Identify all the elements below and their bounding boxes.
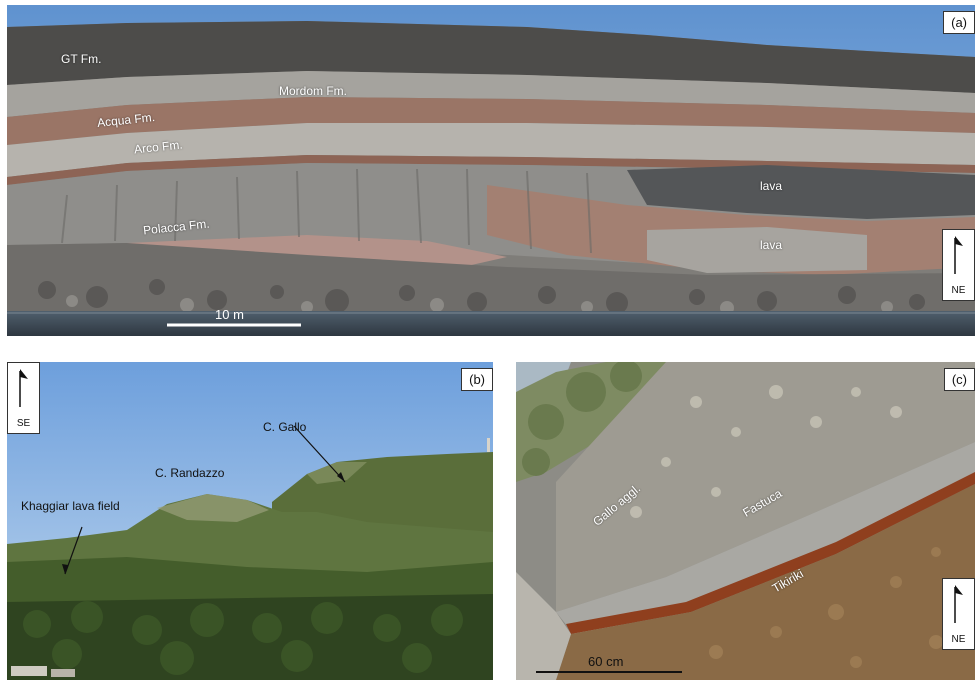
landscape-photo-graphic <box>7 362 493 680</box>
label-mordom-fm: Mordom Fm. <box>279 84 348 98</box>
panel-b-label: (b) <box>461 368 493 391</box>
north-indicator-b: SE <box>7 362 40 434</box>
north-direction-a: NE <box>951 285 966 296</box>
north-arrow-icon <box>19 369 28 407</box>
panel-a-label: (a) <box>943 11 975 34</box>
label-khaggiar: Khaggiar lava field <box>21 499 120 513</box>
label-c-gallo: C. Gallo <box>263 420 307 434</box>
cliff-photo-graphic <box>7 5 975 336</box>
north-direction-c: NE <box>951 634 966 645</box>
scale-label-a: 10 m <box>215 307 244 322</box>
north-arrow-icon <box>954 585 963 623</box>
north-indicator-a: NE <box>942 229 975 301</box>
north-indicator-c: NE <box>942 578 975 650</box>
panel-b-landscape-photo: C. Gallo C. Randazzo Khaggiar lava field… <box>7 362 493 680</box>
panel-a-cliff-photo: GT Fm. Mordom Fm. Acqua Fm. Arco Fm. Pol… <box>7 5 975 336</box>
panel-c-outcrop-photo: Gallo aggl. Fastuca Tikiriki 60 cm (c) N… <box>516 362 975 680</box>
label-gt-fm: GT Fm. <box>61 52 102 66</box>
north-arrow-icon <box>954 236 963 274</box>
scale-label-c: 60 cm <box>588 654 624 669</box>
arrow-khaggiar <box>64 526 83 575</box>
north-direction-b: SE <box>16 418 31 429</box>
arrow-gallo <box>293 425 346 483</box>
panel-c-label: (c) <box>943 368 975 391</box>
outcrop-photo-graphic <box>516 362 975 680</box>
label-c-randazzo: C. Randazzo <box>155 466 225 480</box>
label-lava-lower: lava <box>760 238 783 252</box>
label-lava-upper: lava <box>760 179 783 193</box>
